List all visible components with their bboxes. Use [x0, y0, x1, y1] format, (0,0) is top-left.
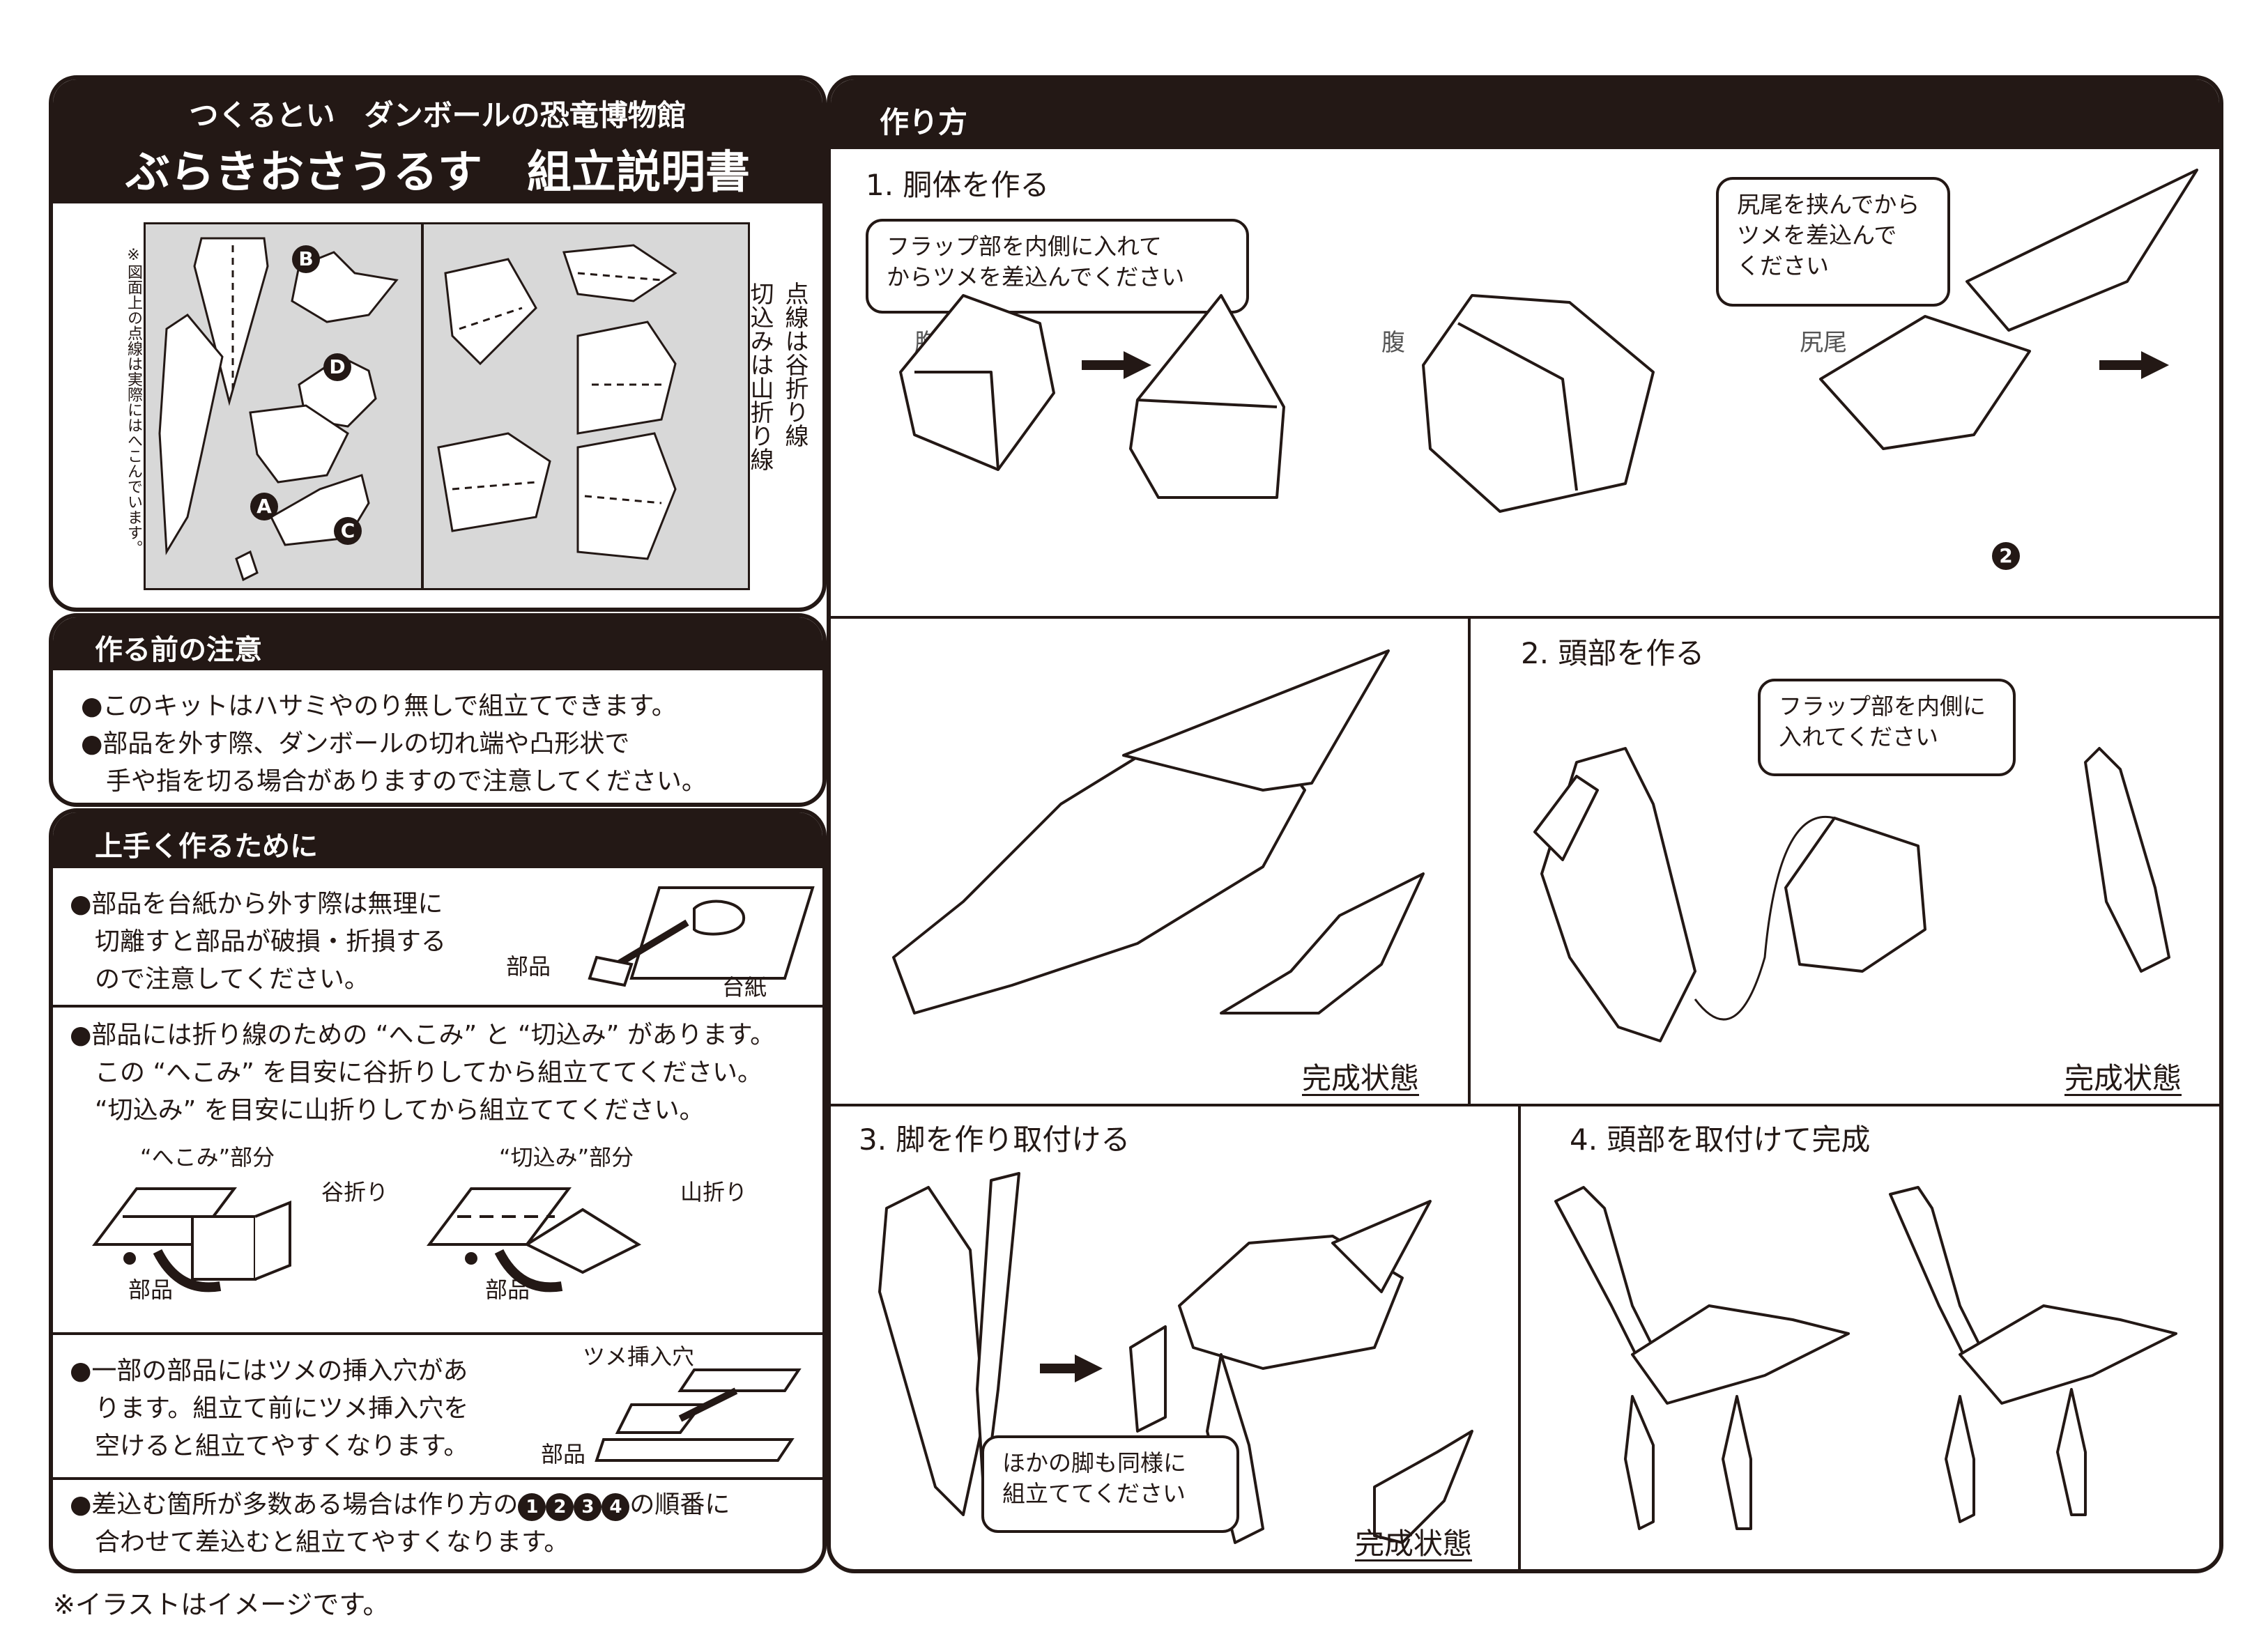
- step1-bubble-tail: 尻尾を挟んでから ツメを差込んで ください: [1716, 177, 1950, 307]
- step1-num-2: 2: [1992, 542, 2020, 570]
- step1-illustration: [899, 169, 2198, 513]
- step3-bubble-line2: 組立ててください: [1002, 1480, 1186, 1507]
- tip4-prefix: ●差込む箇所が多数ある場合は作り方の: [70, 1490, 519, 1519]
- complete-label-head: 完成状態: [2064, 1061, 2182, 1095]
- tips-panel: 上手く作るために ●部品を台紙から外す際は無理に 切離すと部品が破損・折損する …: [49, 808, 827, 1573]
- precautions-panel: 作る前の注意 ●このキットはハサミやのり無しで組立てできます。 ●部品を外す際、…: [49, 613, 827, 807]
- tip1-line2: 切離すと部品が破損・折損する: [70, 927, 447, 956]
- page-title: ぶらきおさうるす 組立説明書: [125, 147, 750, 199]
- step2-title: 2. 頭部を作る: [1521, 636, 1705, 670]
- step1-bubble-tail-line3: ください: [1737, 252, 1829, 279]
- tip3-line1: ●一部の部品にはツメの挿入穴があ: [70, 1357, 468, 1385]
- cut-label: “切込み”部分: [499, 1144, 634, 1171]
- step3-bubble: ほかの脚も同様に 組立ててください: [981, 1435, 1239, 1533]
- tips-bar: 上手く作るために: [53, 812, 822, 868]
- precautions-bar: 作る前の注意: [53, 617, 822, 670]
- marker-a: A: [250, 493, 278, 520]
- precaution-3: 手や指を切る場合がありますので注意してください。: [81, 767, 707, 796]
- tip4-line2: 合わせて差込むと組立てやすくなります。: [70, 1528, 569, 1557]
- tip4-num-2: 2: [546, 1493, 574, 1521]
- marker-b: B: [292, 245, 320, 273]
- tip1-part-label: 部品: [506, 953, 551, 980]
- marker-d: D: [323, 353, 351, 381]
- valley-label: 谷折り: [321, 1179, 389, 1205]
- tip1-diagram: [588, 886, 815, 987]
- tip4-suffix: の順番に: [629, 1490, 730, 1519]
- step1-bubble-flap: フラップ部を内側に入れて からツメを差込んでください: [866, 219, 1249, 314]
- tip4-num-3: 3: [574, 1493, 602, 1521]
- precaution-2: ●部品を外す際、ダンボールの切れ端や凸形状で: [81, 730, 630, 758]
- step1-bubble-tail-line2: ツメを差込んで: [1737, 222, 1897, 249]
- tip2-line1: ●部品には折り線のための “へこみ” と “切込み” があります。: [70, 1021, 776, 1049]
- precaution-1: ●このキットはハサミやのり無しで組立てできます。: [81, 692, 677, 720]
- tip3-part-label: 部品: [541, 1441, 586, 1467]
- label-tail: 尻尾: [1800, 329, 1847, 357]
- parts-sheet: B D A C: [144, 222, 750, 590]
- howto-heading: 作り方: [880, 105, 968, 139]
- parts-sheet-drawing: [158, 237, 677, 582]
- complete-label-legs: 完成状態: [1355, 1527, 1473, 1561]
- tip2-diagram: [92, 1187, 642, 1293]
- step1-bubble-flap-line2: からツメを差込んでください: [887, 263, 1185, 291]
- tip3-line3: 空けると組立てやすくなります。: [70, 1432, 469, 1460]
- body-complete-illustration: [892, 649, 1425, 1015]
- step3-title: 3. 脚を作り取付ける: [859, 1123, 1131, 1157]
- dent-part-label: 部品: [128, 1276, 174, 1303]
- series-name: つくるとい ダンボールの恐竜博物館: [189, 98, 687, 132]
- tip4-num-4: 4: [602, 1493, 630, 1521]
- howto-panel: 作り方 1. 胴体を作る フラップ部を内側に入れて からツメを差込んでください …: [827, 75, 2223, 1573]
- dent-label: “へこみ”部分: [140, 1144, 275, 1171]
- tip4-num-1: 1: [518, 1493, 546, 1521]
- header-bar: つくるとい ダンボールの恐竜博物館 ぶらきおさうるす 組立説明書: [53, 79, 822, 203]
- fold-legend-2: 切込みは山折り線: [746, 281, 774, 471]
- mountain-label: 山折り: [680, 1179, 748, 1205]
- complete-label-left: 完成状態: [1302, 1061, 1420, 1095]
- marker-c: C: [334, 517, 362, 545]
- tip1-board-label: 台紙: [722, 974, 767, 1001]
- step4-title: 4. 頭部を取付けて完成: [1570, 1123, 1871, 1157]
- tip3-line2: ります。組立て前にツメ挿入穴を: [70, 1394, 469, 1423]
- step3-bubble-line1: ほかの脚も同様に: [1002, 1449, 1186, 1476]
- step1-title: 1. 胴体を作る: [866, 168, 1050, 202]
- tip1-line1: ●部品を台紙から外す際は無理に: [70, 890, 443, 918]
- tips-heading: 上手く作るために: [95, 831, 318, 863]
- step3-illustration: [878, 1172, 1473, 1544]
- tip2-line2: この “へこみ” を目安に谷折りしてから組立ててください。: [70, 1058, 763, 1087]
- step2-bubble: フラップ部を内側に 入れてください: [1758, 679, 2016, 776]
- tab-hole-label: ツメ挿入穴: [583, 1343, 695, 1370]
- precautions-heading: 作る前の注意: [95, 634, 262, 666]
- tip1-line3: ので注意してください。: [70, 965, 369, 994]
- vertical-note: ※図面上の点線は実際にはへこんでいます。: [125, 247, 142, 555]
- label-belly: 腹: [1381, 329, 1405, 357]
- step2-bubble-line2: 入れてください: [1779, 723, 1939, 750]
- step4-illustration: [1554, 1186, 2177, 1530]
- step2-bubble-line1: フラップ部を内側に: [1779, 693, 1986, 720]
- step2-illustration: [1533, 747, 2170, 1042]
- header-panel: つくるとい ダンボールの恐竜博物館 ぶらきおさうるす 組立説明書 ※図面上の点線…: [49, 75, 827, 612]
- tip2-line3: “切込み” を目安に山折りしてから組立ててください。: [70, 1096, 705, 1125]
- fold-legend-1: 点線は谷折り線: [781, 281, 809, 447]
- step1-bubble-tail-line1: 尻尾を挟んでから: [1737, 191, 1920, 218]
- howto-bar: 作り方: [831, 79, 2219, 149]
- tip3-diagram: [595, 1368, 802, 1462]
- footer-note: ※イラストはイメージです。: [53, 1589, 390, 1620]
- step1-bubble-flap-line1: フラップ部を内側に入れて: [887, 233, 1163, 260]
